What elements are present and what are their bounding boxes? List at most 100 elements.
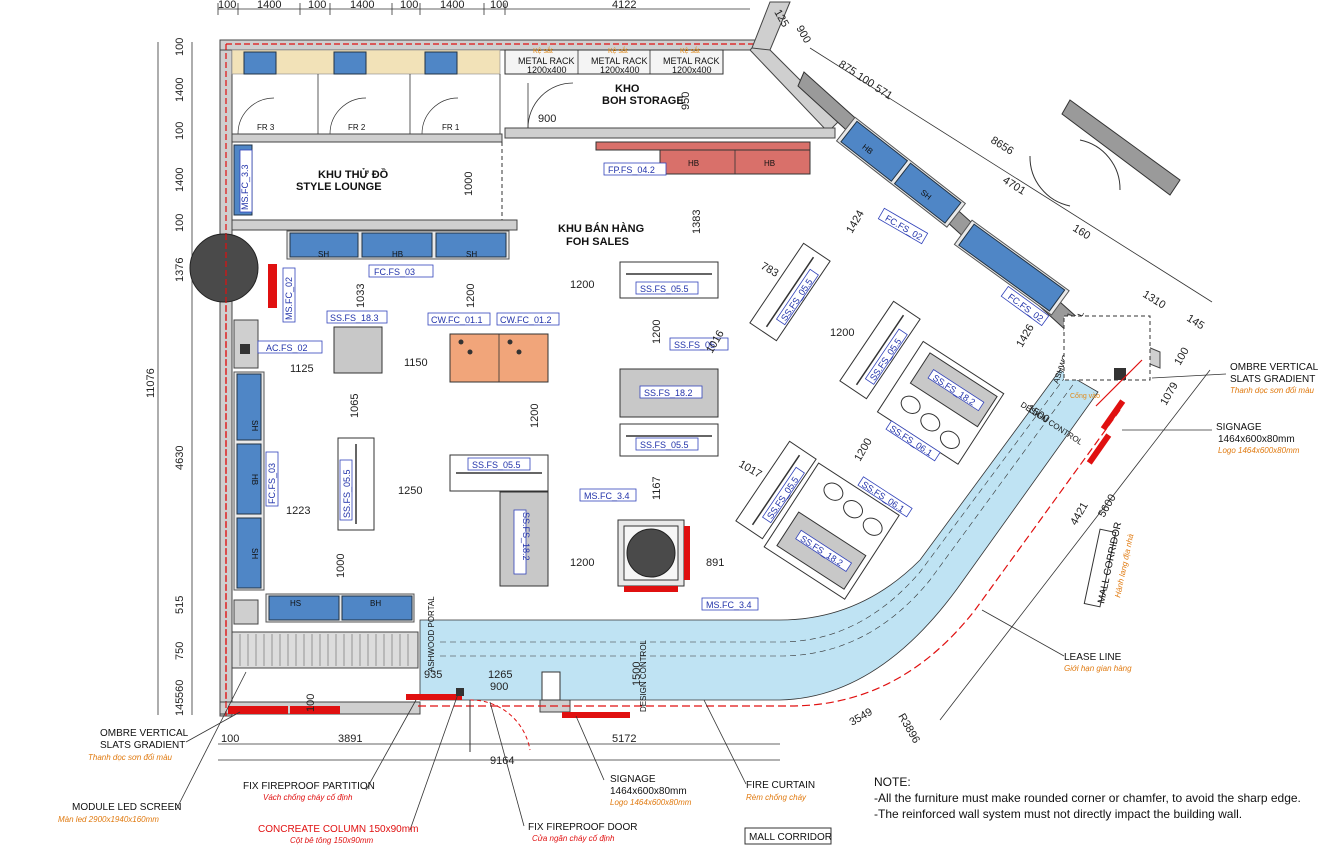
bottom-dimensions: 100 3891 5172 9164 — [218, 733, 780, 767]
ombre-right-line2: SLATS GRADIENT — [1230, 374, 1315, 385]
ombre-left-line1: OMBRE VERTICAL — [100, 728, 189, 739]
fitting-rooms: FR 3 FR 2 FR 1 — [231, 49, 503, 143]
tag-ss-fs-055-top: SS.FS_05.5 — [640, 284, 689, 294]
dim-left-100b: 100 — [174, 122, 186, 140]
dim-top-100b: 100 — [308, 0, 326, 11]
dim-100: 100 — [854, 70, 876, 90]
metal-rack-3: Kệ sắt METAL RACK 1200x400 — [663, 46, 720, 75]
dim-875: 875 — [836, 58, 858, 78]
dim-783: 783 — [759, 260, 781, 280]
tag-ms-fc-33: MS.FC_3.3 — [240, 164, 250, 210]
signage-right-title: SIGNAGE — [1216, 422, 1262, 433]
dim-1250: 1250 — [398, 485, 422, 497]
dim-1200-e: 1200 — [570, 557, 594, 569]
annotation-ombre-left: OMBRE VERTICAL SLATS GRADIENT Thanh dọc … — [88, 711, 241, 762]
ss-fs-182-vertical-table: SS.FS_18.2 1200 — [499, 491, 594, 587]
led-screen-slats — [239, 634, 409, 666]
dim-1200-f: 1200 — [830, 327, 854, 339]
tag-ss-fs-182-vert: SS.FS_18.2 — [521, 512, 531, 561]
fixture-hb-top: HB — [392, 250, 403, 259]
dim-145: 145 — [1184, 312, 1206, 332]
signage-right-size: 1464x600x80mm — [1218, 434, 1295, 445]
ss-fs-055-left-table: SS.FS_05.5 1223 1000 1250 — [286, 437, 422, 578]
dim-900-top: 900 — [793, 24, 813, 46]
dim-bottom-5172: 5172 — [612, 733, 636, 745]
dim-top-1400c: 1400 — [440, 0, 464, 11]
fix-partition-vi: Vách chống cháy cố định — [263, 793, 353, 802]
storage-subtitle: BOH STORAGE — [602, 95, 684, 107]
dim-top-1400a: 1400 — [257, 0, 281, 11]
dim-1125: 1125 — [290, 363, 314, 375]
center-tables: SS.FS_05.5 1200 1200 1383 SS.FS_05 SS.FS… — [570, 210, 729, 457]
dim-top-100d: 100 — [490, 0, 508, 11]
tag-ms-fc-02: MS.FC_02 — [284, 277, 294, 320]
dim-left-4630: 4630 — [174, 446, 186, 470]
module-led-vi: Màn led 2900x1940x160mm — [58, 815, 159, 824]
tag-ss-fs-05-short: SS.FS_05 — [674, 340, 715, 350]
annotation-concrete-column: CONCREATE COLUMN 150x90mm Cột bê tông 15… — [258, 693, 459, 845]
annotation-signage-bottom: SIGNAGE 1464x600x80mm Logo 1464x600x80mm — [575, 715, 692, 807]
annotation-ombre-right: OMBRE VERTICAL SLATS GRADIENT Thanh dọc … — [1151, 362, 1319, 395]
dim-1065: 1065 — [349, 394, 361, 418]
dim-left-560: 560 — [174, 680, 186, 698]
dim-1200-b: 1200 — [465, 284, 477, 308]
fixture-bh: BH — [370, 599, 381, 608]
dim-left-100a: 100 — [174, 38, 186, 56]
tag-fp-fs-042: FP.FS_04.2 — [608, 165, 655, 175]
dim-891: 891 — [706, 557, 724, 569]
dim-door-storage: 900 — [538, 113, 556, 125]
rack-1-size: 1200x400 — [527, 65, 567, 75]
angled-wall-fixtures: HB SH FC.FS_02 FC.FS_02 1424 1426 783 10… — [704, 116, 1070, 356]
dim-1426: 1426 — [1014, 322, 1037, 349]
metal-rack-2: Kệ sắt METAL RACK 1200x400 — [591, 46, 648, 75]
annotation-lease-line: LEASE LINE Giới hạn gian hàng — [981, 609, 1132, 673]
dim-900-door: 900 — [490, 681, 508, 693]
tag-ss-fs-055-left: SS.FS_05.5 — [342, 469, 352, 518]
fr2-mirror — [333, 51, 367, 75]
fr1-label: FR 1 — [442, 123, 460, 132]
tag-fc-fs-03-left: FC.FS_03 — [267, 463, 277, 504]
dim-100-b: 100 — [305, 694, 317, 712]
dim-left-515: 515 — [174, 596, 186, 614]
fix-door-vi: Cửa ngăn cháy cố định — [532, 834, 615, 843]
style-lounge: MS.FC_3.3 KHU THỬ ĐỒ STYLE LOUNGE 1000 — [231, 142, 518, 231]
fr2-label: FR 2 — [348, 123, 366, 132]
signage-bottom-vi: Logo 1464x600x80mm — [610, 798, 692, 807]
storage-title: KHO — [615, 83, 640, 95]
metal-rack-1: Kệ sắt METAL RACK 1200x400 — [518, 46, 575, 75]
ombre-left-vi: Thanh dọc sơn đổi màu — [88, 753, 173, 762]
fixture-sh-top-2: SH — [466, 250, 477, 259]
dim-left-1376: 1376 — [174, 258, 186, 282]
dim-5600: 5600 — [1096, 492, 1119, 519]
dim-4701: 4701 — [1000, 174, 1027, 197]
tag-fc-fs-03-top: FC.FS_03 — [374, 267, 415, 277]
dim-8656: 8656 — [988, 134, 1015, 157]
dim-1200-c: 1200 — [529, 404, 541, 428]
note-heading: NOTE: — [874, 775, 911, 789]
dim-left-1400b: 1400 — [174, 168, 186, 192]
note-line-1: -All the furniture must make rounded cor… — [874, 791, 1301, 805]
sales-subtitle: FOH SALES — [566, 236, 629, 248]
left-dimensions: 100 1400 100 1400 100 1376 4630 515 750 … — [145, 38, 193, 716]
dim-160: 160 — [1070, 222, 1092, 242]
center-left-cluster: SS.FS_18.3 1033 CW.FC_01.1 CW.FC_01.2 12… — [290, 284, 560, 428]
dim-left-100c: 100 — [174, 214, 186, 232]
mall-corridor-bottom: MALL CORRIDOR — [749, 832, 832, 843]
signage-bottom-title: SIGNAGE — [610, 774, 656, 785]
dim-top-100a: 100 — [218, 0, 236, 11]
dim-left-750: 750 — [174, 642, 186, 660]
dim-100-r: 100 — [1172, 346, 1192, 368]
fix-partition-title: FIX FIREPROOF PARTITION — [243, 781, 375, 792]
tag-cw-fc-011: CW.FC_01.1 — [431, 315, 483, 325]
fixture-sh-left-1: SH — [250, 420, 259, 431]
annotation-mall-corridor-bottom: MALL CORRIDOR — [744, 827, 832, 845]
annotation-module-led: MODULE LED SCREEN Màn led 2900x1940x160m… — [58, 671, 247, 824]
ombre-right-line1: OMBRE VERTICAL — [1230, 362, 1319, 373]
dim-top-1400b: 1400 — [350, 0, 374, 11]
rack-3-size: 1200x400 — [672, 65, 712, 75]
dim-1265: 1265 — [488, 669, 512, 681]
fire-curtain-vi: Rèm chống cháy — [746, 793, 807, 802]
top-dimensions: 100 1400 100 1400 100 1400 100 4122 — [217, 0, 750, 15]
dim-left-145: 145 — [174, 698, 186, 716]
